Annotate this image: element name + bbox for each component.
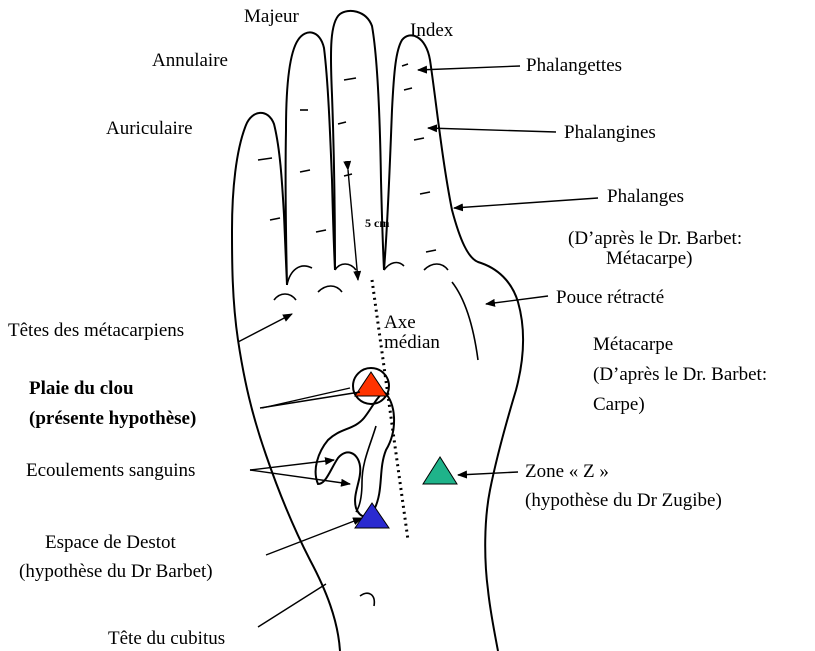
phalanges-note-line2: Métacarpe) (606, 248, 693, 270)
phalanges-note-line1: (D’après le Dr. Barbet: (568, 228, 742, 250)
middle-finger-label: Majeur (244, 6, 299, 28)
hand-outline (232, 11, 523, 651)
metacarpal-heads-label: Têtes des métacarpiens (8, 320, 184, 342)
distance-arrow (348, 170, 358, 280)
thumb-label: Pouce rétracté (556, 287, 664, 309)
axis-label-line2: médian (384, 332, 440, 354)
destot-label-line1: Espace de Destot (45, 532, 176, 554)
ulna-head-label: Tête du cubitus (108, 628, 225, 650)
metacarpus-label: Métacarpe (593, 334, 673, 356)
ring-finger-label: Annulaire (152, 50, 228, 72)
phalangettes-label: Phalangettes (526, 55, 622, 77)
index-finger-label: Index (410, 20, 453, 42)
destot-label-line2: (hypothèse du Dr Barbet) (19, 561, 213, 583)
metacarpus-note-line2: Carpe) (593, 394, 645, 416)
axis-label-line1: Axe (384, 312, 416, 334)
phalangines-label: Phalangines (564, 122, 656, 144)
nail-wound-label-line2: (présente hypothèse) (29, 408, 196, 430)
zone-z-marker (423, 457, 457, 484)
little-finger-label: Auriculaire (106, 118, 193, 140)
phalanges-label: Phalanges (607, 186, 684, 208)
blood-flow-shape (316, 392, 394, 517)
metacarpus-note-line1: (D’après le Dr. Barbet: (593, 364, 767, 386)
zone-z-label-line1: Zone « Z » (525, 461, 609, 483)
blood-flow-label: Ecoulements sanguins (26, 460, 195, 482)
distance-label: 5 cm (365, 212, 389, 234)
zone-z-label-line2: (hypothèse du Dr Zugibe) (525, 490, 722, 512)
nail-wound-label-line1: Plaie du clou (29, 378, 134, 400)
